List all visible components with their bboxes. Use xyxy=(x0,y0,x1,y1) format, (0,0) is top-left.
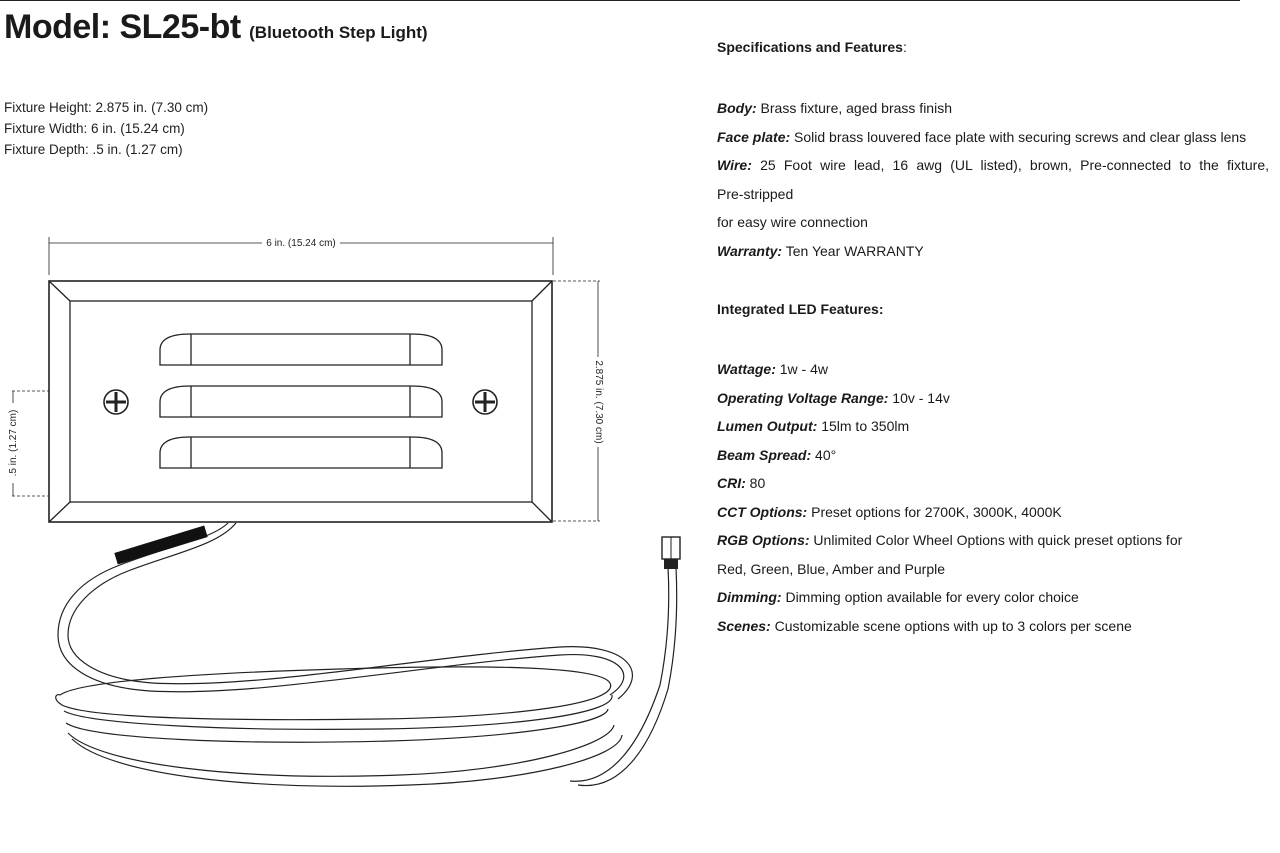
led-beam: Beam Spread: 40° xyxy=(717,446,837,463)
led-voltage: Operating Voltage Range: 10v - 14v xyxy=(717,389,950,406)
model-subtitle: (Bluetooth Step Light) xyxy=(249,23,428,42)
wire-sleeve xyxy=(114,525,208,565)
page-title: Model: SL25-bt (Bluetooth Step Light) xyxy=(4,8,428,47)
led-rgb-continued: Red, Green, Blue, Amber and Purple xyxy=(717,560,946,577)
wire-connector xyxy=(661,536,681,569)
led-scenes: Scenes: Customizable scene options with … xyxy=(717,617,1132,634)
specs-heading: Specifications and Features: xyxy=(717,39,907,55)
fixture-height: Fixture Height: 2.875 in. (7.30 cm) xyxy=(4,100,209,115)
spec-warranty: Warranty: Ten Year WARRANTY xyxy=(717,242,924,259)
fixture-dimensions: Fixture Height: 2.875 in. (7.30 cm) Fixt… xyxy=(4,97,208,160)
depth-dimension xyxy=(12,390,49,497)
led-cri: CRI: 80 xyxy=(717,475,766,491)
spec-body: Body: Brass fixture, aged brass finish xyxy=(717,100,952,116)
fixture-drawing: 6 in. (15.24 cm) 2.875 in. (7.30 cm) .5 … xyxy=(8,237,681,787)
led-dimming: Dimming: Dimming option available for ev… xyxy=(717,589,1079,605)
spec-wire-continued-2: for easy wire connection xyxy=(717,214,868,230)
specifications-panel: Specifications and Features: Body: Brass… xyxy=(717,36,1269,640)
right-screw-icon xyxy=(472,389,498,415)
height-label: 2.875 in. (7.30 cm) xyxy=(593,360,604,443)
louvers xyxy=(159,333,443,469)
model-name: Model: SL25-bt xyxy=(4,8,241,46)
led-lumen: Lumen Output: 15lm to 350lm xyxy=(717,418,910,434)
led-rgb: RGB Options: Unlimited Color Wheel Optio… xyxy=(717,532,1183,548)
fixture-width: Fixture Width: 6 in. (15.24 cm) xyxy=(4,121,185,136)
led-heading: Integrated LED Features: xyxy=(717,301,884,317)
left-screw-icon xyxy=(103,389,129,415)
height-dimension xyxy=(553,280,600,522)
width-dimension xyxy=(48,237,554,275)
fixture-depth: Fixture Depth: .5 in. (1.27 cm) xyxy=(4,142,183,157)
led-wattage: Wattage: 1w - 4w xyxy=(717,361,828,377)
spec-faceplate: Face plate: Solid brass louvered face pl… xyxy=(717,128,1247,145)
spec-wire-continued: Pre-stripped xyxy=(717,185,794,202)
depth-label: .5 in. (1.27 cm) xyxy=(8,410,19,477)
wire-lead xyxy=(55,522,678,787)
spec-wire: Wire: 25 Foot wire lead, 16 awg (UL list… xyxy=(717,157,1269,173)
width-label: 6 in. (15.24 cm) xyxy=(266,238,335,249)
top-rule xyxy=(0,0,1240,1)
led-cct: CCT Options: Preset options for 2700K, 3… xyxy=(717,503,1062,520)
faceplate xyxy=(48,280,553,523)
